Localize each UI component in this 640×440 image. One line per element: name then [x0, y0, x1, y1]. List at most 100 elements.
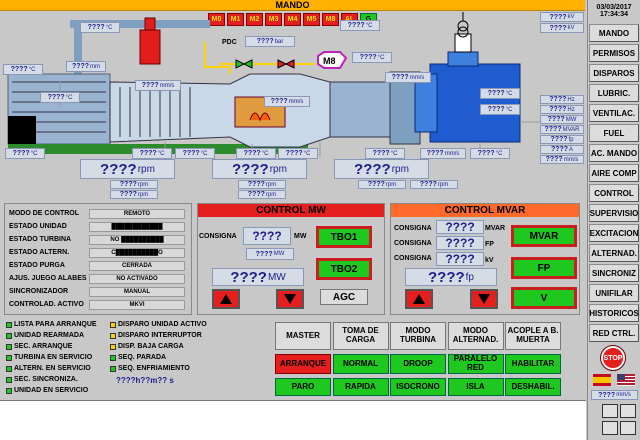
mw-lower-button[interactable]	[276, 289, 304, 309]
nav-button-unifilar[interactable]: UNIFILAR	[589, 284, 639, 302]
m-button-m1[interactable]: M1	[227, 13, 244, 26]
m-button-m8[interactable]: M8	[322, 13, 339, 26]
legend-label: SEQ. ENFRIAMIENTO	[118, 365, 190, 372]
legend-label: SEC. SINCRONIZA.	[14, 376, 78, 383]
m-button-m3[interactable]: M3	[265, 13, 282, 26]
mode-option-habilitar[interactable]: HABILITAR	[505, 354, 561, 374]
m-button-m5[interactable]: M5	[303, 13, 320, 26]
spanish-flag-icon[interactable]	[593, 374, 611, 386]
legend-label: SEC. ARRANQUE	[14, 343, 73, 350]
mode-option-paralelo-red[interactable]: PARALELO RED	[447, 354, 504, 374]
mode-header-0[interactable]: MASTER	[275, 322, 331, 350]
exit-icon[interactable]	[620, 421, 636, 435]
legend-label: UNIDAD REARMADA	[14, 332, 84, 339]
mode-option-arranque[interactable]: ARRANQUE	[275, 354, 331, 374]
electrical-readings: ????Hz ????Hz ????MW ????MVAR ????fp ???…	[540, 95, 584, 164]
nav-button-ventilac[interactable]: VENTILAC.	[589, 104, 639, 122]
legend-item: UNIDAD EN SERVICIO	[6, 385, 110, 396]
nav-button-sincroniz[interactable]: SINCRONIZ	[589, 264, 639, 282]
m8-label: M8	[323, 56, 336, 66]
tbo1-button[interactable]: TBO1	[316, 226, 372, 248]
legend-item: ALTERN. EN SERVICIO	[6, 363, 110, 374]
legend-label: ALTERN. EN SERVICIO	[14, 365, 91, 372]
mode-header-2[interactable]: MODO TURBINA	[390, 322, 446, 350]
legend-item: DISP. BAJA CARGA	[110, 341, 214, 352]
reading-temp-11: ????°C	[470, 148, 510, 159]
intake-duct-vertical	[74, 20, 82, 75]
agc-button[interactable]: AGC	[320, 289, 368, 305]
mw-consigna-label: CONSIGNA	[199, 232, 237, 240]
legend-item: SEC. SINCRONIZA.	[6, 374, 110, 385]
fp-consigna-input[interactable]: ????	[436, 236, 484, 250]
mode-header-3[interactable]: MODO ALTERNAD.	[447, 322, 504, 350]
fan-top	[144, 17, 156, 31]
mode-option-normal[interactable]: NORMAL	[332, 354, 389, 374]
datetime-display: 03/03/2017 17:34:34	[588, 0, 640, 22]
mvar-lower-button[interactable]	[470, 289, 498, 309]
tbo2-button[interactable]: TBO2	[316, 258, 372, 280]
us-flag-icon[interactable]	[617, 374, 635, 386]
mode-header-1[interactable]: TOMA DE CARGA	[332, 322, 389, 350]
m-button-m0[interactable]: M0	[208, 13, 225, 26]
document-icon[interactable]	[620, 404, 636, 418]
fp-button[interactable]: FP	[511, 257, 577, 279]
status-label: CONTROLAD. ACTIVO	[9, 301, 84, 308]
status-label: ESTADO UNIDAD	[9, 223, 67, 230]
nav-button-disparos[interactable]: DISPAROS	[589, 64, 639, 82]
rpm-display-2: ????rpm	[212, 159, 307, 179]
status-lamp-icon	[110, 321, 116, 328]
nav-button-aire-comp[interactable]: AIRE COMP	[589, 164, 639, 182]
nav-button-fuel[interactable]: FUEL	[589, 124, 639, 142]
mode-option-rapida[interactable]: RAPIDA	[332, 378, 389, 396]
mode-option-deshabil-[interactable]: DESHABIL.	[505, 378, 561, 396]
m-button-m2[interactable]: M2	[246, 13, 263, 26]
reading-temp-6: ????°C	[132, 148, 172, 159]
printer-icon[interactable]	[602, 404, 618, 418]
reading-temp-5: ????°C	[5, 148, 45, 159]
mode-option-droop[interactable]: DROOP	[390, 354, 446, 374]
mvar-button[interactable]: MVAR	[511, 225, 577, 247]
nav-button-supervisio[interactable]: SUPERVISIO	[589, 204, 639, 222]
mode-option-isocrono[interactable]: ISOCRONO	[390, 378, 446, 396]
tool-icon[interactable]	[602, 421, 618, 435]
mvar-raise-button[interactable]	[405, 289, 433, 309]
mw-consigna-input[interactable]: ????	[243, 227, 291, 245]
m-button-m4[interactable]: M4	[284, 13, 301, 26]
mode-option-isla[interactable]: ISLA	[447, 378, 504, 396]
kv-consigna-input[interactable]: ????	[436, 252, 484, 266]
modes-grid: MASTER ARRANQUE PARO TOMA DE CARGA NORMAL RAP…	[275, 322, 561, 398]
nav-button-ac-mando[interactable]: AC. MANDO	[589, 144, 639, 162]
mw-consigna-unit: MW	[294, 232, 307, 240]
nav-button-alternad[interactable]: ALTERNAD.	[589, 244, 639, 262]
v-button[interactable]: V	[511, 287, 577, 309]
mode-header-4[interactable]: ACOPLE A B. MUERTA	[505, 322, 561, 350]
nav-button-control[interactable]: CONTROL	[589, 184, 639, 202]
nav-button-permisos[interactable]: PERMISOS	[589, 44, 639, 62]
status-row: ESTADO ALTERN.C██████████O	[5, 246, 191, 259]
mode-option-paro[interactable]: PARO	[275, 378, 331, 396]
turbine-diagram-svg: M8 PDC	[7, 12, 545, 157]
message-area	[0, 400, 586, 440]
nav-button-red-ctrl[interactable]: RED CTRL.	[589, 324, 639, 342]
reading-gen-vib: ????mm/s	[540, 155, 584, 164]
control-mw-title: CONTROL MW	[198, 204, 384, 217]
mw-raise-button[interactable]	[212, 289, 240, 309]
nav-button-mando[interactable]: MANDO	[589, 24, 639, 42]
nav-button-historicos[interactable]: HISTORICOS	[589, 304, 639, 322]
nav-button-lubric[interactable]: LUBRIC.	[589, 84, 639, 102]
pdc-label: PDC	[222, 39, 237, 46]
nav-button-excitacion[interactable]: EXCITACION	[589, 224, 639, 242]
status-label: ESTADO TURBINA	[9, 236, 72, 243]
rpm-sub-6: ????rpm	[410, 180, 458, 189]
mvar-consigna-input[interactable]: ????	[436, 220, 484, 234]
reading-temp-7: ????°C	[175, 148, 215, 159]
legend-label: TURBINA EN SERVICIO	[14, 354, 93, 361]
reading-kv-2: ????kV	[540, 23, 584, 33]
stop-button[interactable]: STOP	[600, 345, 626, 371]
bottom-vib-reading: ????mm/s	[591, 390, 638, 400]
status-lamp-icon	[6, 365, 12, 372]
